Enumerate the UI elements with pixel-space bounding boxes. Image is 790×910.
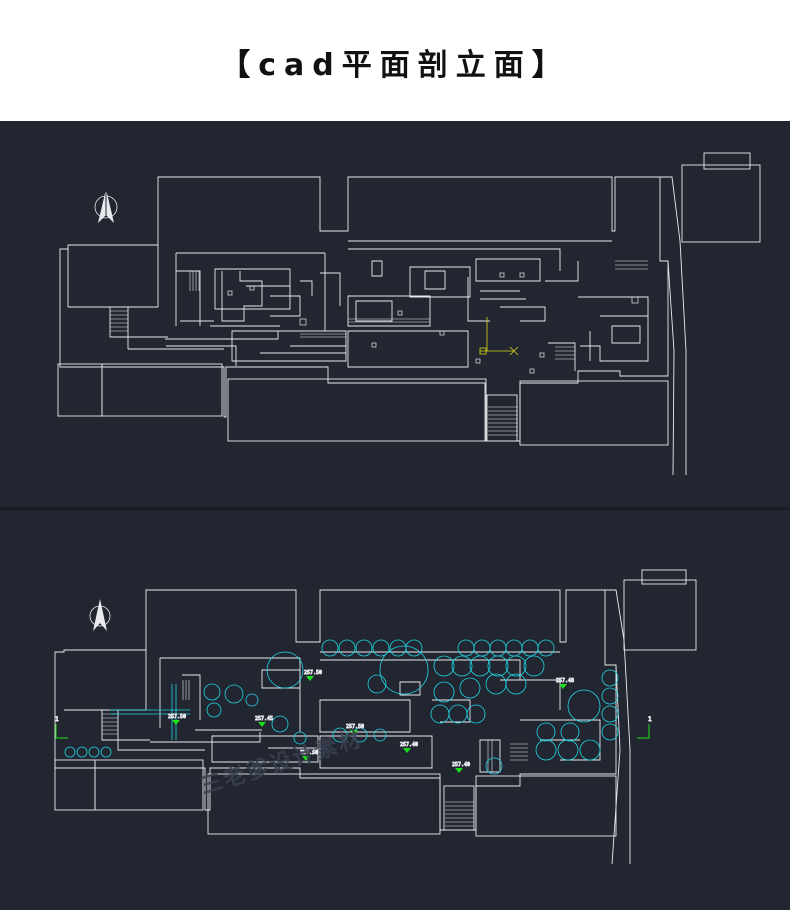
tree-grid-center xyxy=(430,655,545,724)
building-block xyxy=(101,363,223,417)
elevation-label: 257.50 xyxy=(304,670,322,676)
elevation-label: 257.50 xyxy=(300,750,318,756)
elevation-marker-icon xyxy=(455,768,463,773)
feature-tree xyxy=(567,689,601,723)
snap-cursor-icon xyxy=(479,317,519,356)
elevation-label: 257.40 xyxy=(400,742,418,748)
site-plan-drawing xyxy=(57,152,761,476)
elevation-marker-icon xyxy=(306,676,314,681)
elevation-markers xyxy=(172,676,567,773)
elevation-marker-icon xyxy=(559,684,567,689)
building-block xyxy=(623,579,697,651)
building-block xyxy=(486,394,518,442)
planting-plan-linework: 257.50 257.48 257.50 257.40 257.45 257.5… xyxy=(0,510,790,910)
tree-symbols xyxy=(64,639,619,775)
panel-divider xyxy=(0,507,790,510)
building-block xyxy=(475,775,617,837)
shrub-cluster xyxy=(64,669,619,775)
elevation-label: 257.45 xyxy=(255,716,273,722)
building-block xyxy=(57,363,103,417)
feature-tree xyxy=(367,674,387,694)
building-block xyxy=(94,759,204,811)
building-block xyxy=(703,152,751,170)
column-markers xyxy=(227,272,639,374)
hedge-row xyxy=(171,684,177,740)
planting-plan-drawing: 257.50 257.48 257.50 257.40 257.45 257.5… xyxy=(54,569,697,865)
section-label: 1 xyxy=(648,716,652,723)
elevation-marker-icon xyxy=(172,720,180,725)
building-block xyxy=(443,785,475,831)
elevation-label: 257.50 xyxy=(168,714,186,720)
building-block xyxy=(54,759,96,811)
elevation-label: 257.48 xyxy=(556,678,574,684)
feature-tree xyxy=(379,645,429,695)
building-block xyxy=(681,164,761,243)
page-title: 【cad平面剖立面】 xyxy=(220,48,570,83)
site-plan-linework xyxy=(0,121,790,507)
page-header: 【cad平面剖立面】 xyxy=(0,0,790,121)
building-block xyxy=(227,378,487,442)
road-edge xyxy=(667,260,675,476)
feature-tree xyxy=(266,651,304,689)
elevation-label: 257.40 xyxy=(452,762,470,768)
site-boundary xyxy=(59,176,669,442)
elevation-label: 257.50 xyxy=(346,724,364,730)
north-arrow-icon xyxy=(94,189,118,223)
building-block xyxy=(519,380,669,446)
elevation-marker-icon xyxy=(403,748,411,753)
north-arrow-icon xyxy=(89,599,111,631)
building-block xyxy=(207,773,441,835)
section-mark-icon xyxy=(55,724,650,739)
road-edge xyxy=(655,176,687,475)
elevation-marker-icon xyxy=(302,756,310,761)
building-block xyxy=(641,569,687,585)
hedge-row xyxy=(110,709,190,715)
site-boundary xyxy=(54,589,617,831)
stair-hatch xyxy=(110,260,648,436)
elevation-labels: 257.50 257.48 257.50 257.40 257.45 257.5… xyxy=(168,670,575,769)
elevation-marker-icon xyxy=(350,730,358,735)
tree-row-upper xyxy=(321,639,555,657)
elevation-marker-icon xyxy=(258,722,266,727)
section-label: 1 xyxy=(55,716,59,723)
